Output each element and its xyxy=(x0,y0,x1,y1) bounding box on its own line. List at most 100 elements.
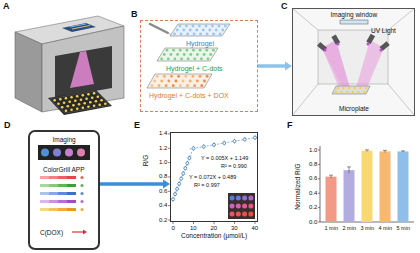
phone-illustration xyxy=(31,133,97,247)
node-text: Imaging xyxy=(53,136,76,143)
bar xyxy=(362,151,373,222)
well-dot xyxy=(72,104,75,107)
well-dot xyxy=(212,33,215,36)
well-dot xyxy=(363,91,365,93)
chamber-illustration xyxy=(388,84,415,116)
well-dot xyxy=(173,33,176,36)
phone-illustration xyxy=(65,149,73,157)
well-dot xyxy=(200,57,203,60)
well-dot xyxy=(172,49,175,52)
chamber-illustration xyxy=(292,8,318,30)
well-dot xyxy=(186,33,189,36)
well-dot xyxy=(156,75,159,78)
well-dot xyxy=(185,25,188,28)
bar xyxy=(380,151,391,222)
well-dot xyxy=(70,108,73,111)
color-ramp xyxy=(40,184,49,187)
inset-well xyxy=(230,204,235,209)
error-bar xyxy=(203,144,204,149)
axis-tick xyxy=(234,222,235,224)
well-dot xyxy=(196,80,199,83)
phone-illustration xyxy=(38,145,90,160)
microplate-shape xyxy=(147,74,212,88)
instrument-illustration xyxy=(70,51,94,88)
axis-label: Concentration (μmol/L) xyxy=(181,232,247,239)
axis-label: 20 xyxy=(211,225,218,232)
axis-label: 0.6 xyxy=(159,188,167,195)
axis-label: 0.0 xyxy=(309,219,317,226)
data-point xyxy=(188,156,191,159)
calibration-plot xyxy=(168,134,257,224)
color-ramp xyxy=(49,184,58,187)
well-dot xyxy=(95,100,98,103)
axis-tick xyxy=(318,207,320,208)
inset-well xyxy=(236,196,241,201)
chamber-illustration xyxy=(324,49,327,52)
axis-label: 0.4 xyxy=(159,202,167,209)
error-bar xyxy=(365,149,369,150)
well-dot xyxy=(186,84,189,87)
well-dot xyxy=(346,91,348,93)
well-dot xyxy=(166,49,169,52)
data-point xyxy=(254,136,257,139)
well-dot xyxy=(61,106,64,109)
axis-label: 1.2 xyxy=(159,145,167,152)
instrument-illustration xyxy=(15,16,124,115)
well-dot xyxy=(185,49,188,52)
well-dot xyxy=(153,80,156,83)
data-point xyxy=(192,147,195,150)
inset-well xyxy=(242,212,247,217)
color-ramp xyxy=(40,208,49,211)
well-dot xyxy=(85,97,88,100)
color-ramp xyxy=(67,208,76,211)
data-point xyxy=(182,172,185,175)
result-arrow xyxy=(83,230,87,235)
axis-tick xyxy=(318,193,320,194)
axis-label: 1.0 xyxy=(309,147,317,154)
well-dot xyxy=(218,25,221,28)
color-ramp xyxy=(49,200,58,203)
error-bar xyxy=(185,166,186,171)
well-dot xyxy=(337,87,339,89)
color-ramp xyxy=(49,192,58,195)
data-point xyxy=(243,138,246,141)
error-bar xyxy=(234,139,235,144)
well-dot xyxy=(342,87,344,89)
well-dot xyxy=(221,29,224,32)
well-dot xyxy=(352,91,354,93)
chamber-illustration xyxy=(366,34,375,44)
axis-label: 4 min xyxy=(379,225,392,231)
error-bar xyxy=(214,142,215,147)
well-dot xyxy=(207,57,210,60)
error-bar xyxy=(401,150,405,151)
axis-tick xyxy=(318,150,320,151)
well-dot xyxy=(78,103,81,106)
node-text: R² = 0.990 xyxy=(221,163,247,169)
chamber-illustration xyxy=(292,84,318,116)
error-bar xyxy=(189,155,190,160)
well-dot xyxy=(198,25,201,28)
error-bar xyxy=(175,192,176,197)
well-dot xyxy=(180,33,183,36)
well-dot xyxy=(170,53,173,56)
axis-tick xyxy=(318,178,320,179)
color-ramp xyxy=(80,208,83,211)
well-dot xyxy=(163,53,166,56)
microplate-shape xyxy=(332,86,370,94)
microplate-shape xyxy=(157,48,218,61)
well-dot xyxy=(82,106,85,109)
error-bar xyxy=(383,150,387,151)
well-dot xyxy=(182,29,185,32)
well-dot xyxy=(98,103,101,106)
chamber-illustration xyxy=(292,8,415,116)
well-dot xyxy=(93,92,96,95)
panel-letter: D xyxy=(4,121,11,131)
smartphone: ImagingColorGrill APPC(DOX) xyxy=(28,130,100,250)
well-dot xyxy=(219,33,222,36)
well-dot xyxy=(82,94,85,97)
axis-label: 30 xyxy=(231,225,238,232)
axis-tick xyxy=(318,222,320,223)
axis-label: 0.2 xyxy=(159,217,167,224)
instrument-illustration xyxy=(48,90,112,115)
